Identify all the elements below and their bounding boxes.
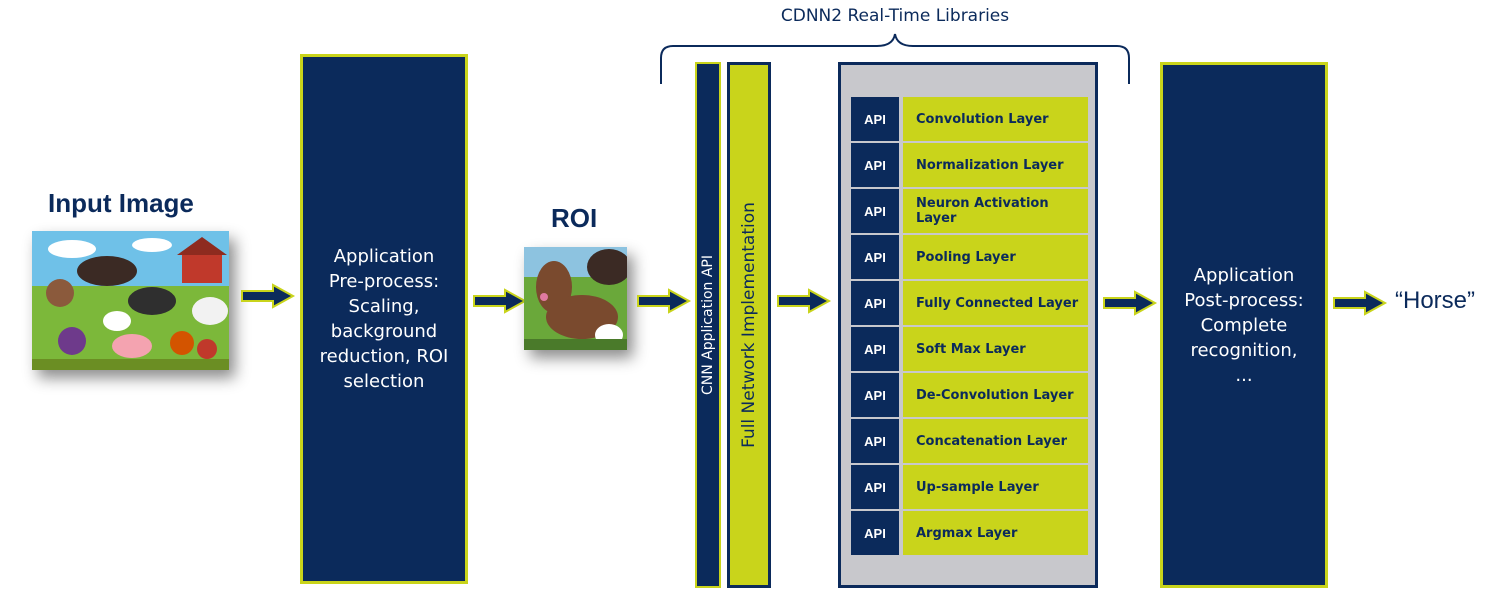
api-badge: API: [851, 373, 899, 417]
layer-row: API Normalization Layer: [851, 143, 1088, 187]
farm-animals-illustration: [32, 231, 229, 370]
libraries-title: CDNN2 Real-Time Libraries: [780, 6, 1010, 26]
layer-row: API Pooling Layer: [851, 235, 1088, 279]
layer-name: Fully Connected Layer: [903, 281, 1088, 325]
cnn-application-api-bar: CNN Application API: [695, 62, 721, 588]
layer-name: Normalization Layer: [903, 143, 1088, 187]
api-badge: API: [851, 465, 899, 509]
full-network-label: Full Network Implementation: [739, 202, 759, 448]
layer-row: API Convolution Layer: [851, 97, 1088, 141]
layer-row: API Up-sample Layer: [851, 465, 1088, 509]
layers-panel: API Convolution Layer API Normalization …: [838, 62, 1098, 588]
layer-row: API Neuron Activation Layer: [851, 189, 1088, 233]
cnn-application-api-label: CNN Application API: [700, 255, 716, 395]
api-badge: API: [851, 97, 899, 141]
layer-name: Convolution Layer: [903, 97, 1088, 141]
api-badge: API: [851, 143, 899, 187]
api-badge: API: [851, 189, 899, 233]
layer-row: API Concatenation Layer: [851, 419, 1088, 463]
horse-crop-illustration: [524, 247, 627, 350]
layer-row: API De-Convolution Layer: [851, 373, 1088, 417]
flow-arrow-2: [473, 288, 528, 314]
preprocess-text: Application Pre-process: Scaling, backgr…: [319, 246, 449, 392]
flow-arrow-1: [241, 283, 296, 309]
api-badge: API: [851, 327, 899, 371]
postprocess-text: Application Post-process: Complete recog…: [1184, 264, 1304, 386]
layer-name: Soft Max Layer: [903, 327, 1088, 371]
flow-arrow-6: [1333, 290, 1388, 316]
layer-name: Neuron Activation Layer: [903, 189, 1088, 233]
input-image-label: Input Image: [48, 188, 194, 218]
api-badge: API: [851, 511, 899, 555]
flow-arrow-3: [637, 288, 692, 314]
flow-arrow-4: [777, 288, 832, 314]
full-network-bar: Full Network Implementation: [727, 62, 771, 588]
output-label: “Horse”: [1395, 287, 1476, 314]
layer-name: Up-sample Layer: [903, 465, 1088, 509]
layer-name: Argmax Layer: [903, 511, 1088, 555]
roi-label: ROI: [551, 203, 598, 233]
layer-row: API Fully Connected Layer: [851, 281, 1088, 325]
input-image: [32, 231, 229, 370]
api-badge: API: [851, 235, 899, 279]
roi-image: [524, 247, 627, 350]
api-badge: API: [851, 419, 899, 463]
layer-row: API Argmax Layer: [851, 511, 1088, 555]
api-badge: API: [851, 281, 899, 325]
postprocess-box: Application Post-process: Complete recog…: [1160, 62, 1328, 588]
layer-name: Pooling Layer: [903, 235, 1088, 279]
layer-name: De-Convolution Layer: [903, 373, 1088, 417]
preprocess-box: Application Pre-process: Scaling, backgr…: [300, 54, 468, 584]
layer-row: API Soft Max Layer: [851, 327, 1088, 371]
libraries-brace: [660, 33, 1130, 84]
flow-arrow-5: [1103, 290, 1158, 316]
layer-name: Concatenation Layer: [903, 419, 1088, 463]
